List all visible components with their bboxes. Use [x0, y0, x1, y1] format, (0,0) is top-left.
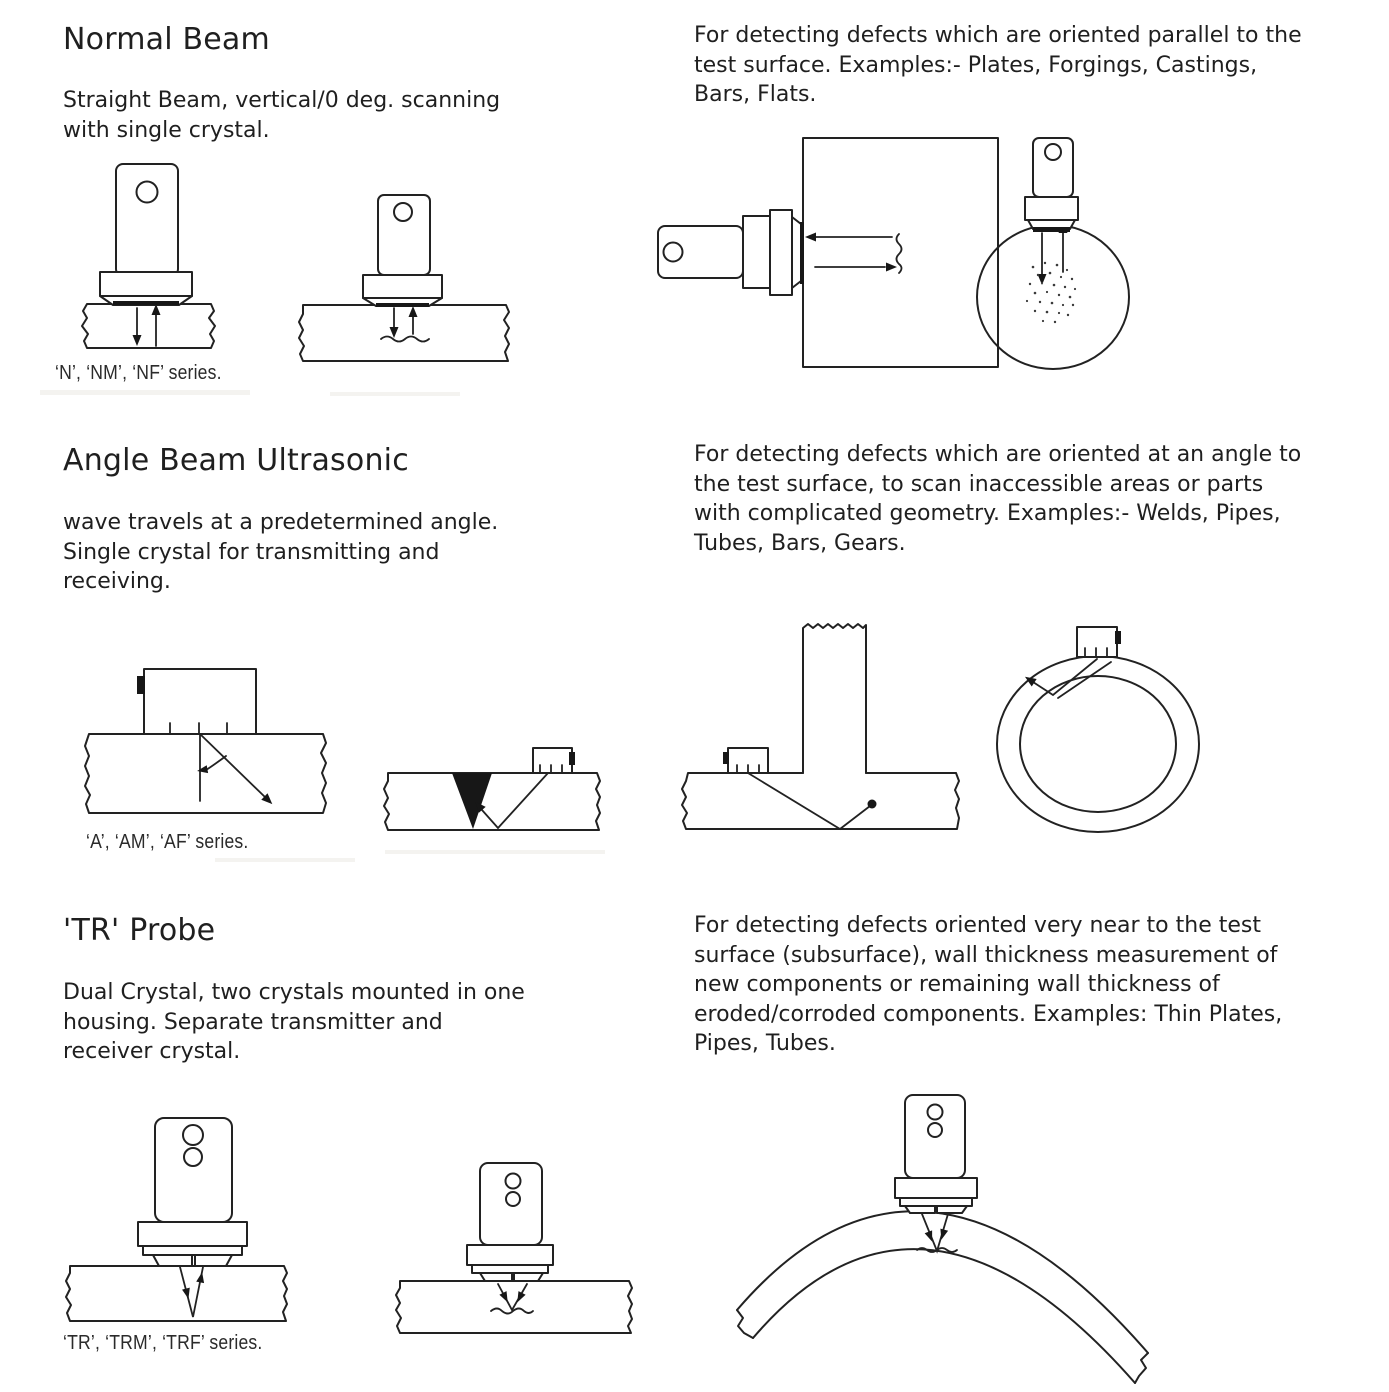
normal-beam-probe — [99, 163, 193, 306]
angle-beam-probe — [723, 747, 769, 774]
scan-artifact — [215, 858, 355, 862]
figure-angle-beam-pipe-ring — [996, 626, 1200, 833]
figure-angle-beam-probe-on-plate — [84, 668, 327, 814]
v-beam-path — [490, 1283, 534, 1315]
v-beam-path — [916, 1213, 958, 1254]
circumferential-beam — [1024, 658, 1112, 699]
round-bar-section — [976, 224, 1130, 370]
test-plate — [298, 304, 510, 362]
series-caption-angle: ‘A’, ‘AM’, ‘AF’ series. — [86, 831, 249, 853]
figure-straight-beam-defect-echo — [298, 194, 510, 362]
defect-dot — [867, 799, 877, 809]
normal-beam-application: For detecting defects which are oriented… — [694, 23, 1302, 107]
section-title-angle-beam: Angle Beam Ultrasonic — [63, 443, 409, 478]
test-plate — [84, 733, 327, 814]
figure-side-scan-block — [657, 137, 999, 368]
angle-beam-application: For detecting defects which are oriented… — [694, 442, 1302, 556]
figure-angle-beam-tee-joint — [681, 623, 960, 831]
defect-indication — [895, 233, 903, 274]
weld-seam — [452, 773, 492, 829]
normal-beam-description: Straight Beam, vertical/0 deg. scanning … — [63, 88, 501, 143]
figure-tr-probe-subsurface-defect — [395, 1162, 633, 1334]
series-caption-normal: ‘N’, ‘NM’, ‘NF’ series. — [55, 362, 222, 384]
reflected-beam — [747, 772, 877, 831]
test-plate — [65, 1265, 288, 1322]
angle-beam-probe — [532, 747, 575, 774]
defect-indication — [380, 335, 430, 343]
test-plate — [383, 772, 601, 831]
series-caption-tr: ‘TR’, ‘TRM’, ‘TRF’ series. — [63, 1332, 263, 1354]
reflected-beam — [475, 772, 549, 830]
tr-dual-crystal-probe — [894, 1094, 978, 1214]
pipe-outer-wall — [996, 655, 1200, 833]
pipe-inner-wall — [1019, 675, 1177, 813]
angle-beam-probe — [1076, 626, 1121, 658]
section-title-tr-probe: 'TR' Probe — [63, 913, 216, 948]
figure-straight-beam-probe-on-plate — [81, 163, 216, 349]
angle-beam-description: wave travels at a predetermined angle. S… — [63, 510, 499, 594]
scan-artifact — [330, 392, 460, 396]
test-plate — [81, 303, 216, 349]
sound-beam-arrows — [380, 306, 430, 343]
figure-tr-probe-on-curved-pipe — [736, 1094, 1149, 1384]
defect-indication — [490, 1307, 534, 1315]
sound-beam-arrows — [805, 232, 903, 274]
test-plate — [395, 1280, 633, 1334]
figure-tr-probe-on-plate — [65, 1117, 288, 1322]
tr-probe-application: For detecting defects oriented very near… — [694, 913, 1283, 1056]
scattered-defect-stipple — [1025, 261, 1077, 324]
normal-beam-probe — [362, 194, 443, 307]
tr-probe-description: Dual Crystal, two crystals mounted in on… — [63, 980, 525, 1064]
scan-artifact — [40, 390, 250, 395]
tr-dual-crystal-probe — [466, 1162, 554, 1282]
angle-beam-probe — [137, 668, 257, 735]
section-title-normal-beam: Normal Beam — [63, 22, 270, 57]
figure-probe-on-round-bar — [976, 137, 1130, 370]
sound-beam-arrows — [132, 304, 161, 347]
normal-beam-probe — [1024, 137, 1079, 232]
tr-dual-crystal-probe — [137, 1117, 248, 1267]
inner-surface-indication — [916, 1247, 958, 1253]
vertical-member — [802, 623, 867, 774]
base-plate — [681, 772, 960, 830]
figure-angle-beam-weld-scan — [383, 747, 601, 831]
v-beam-path — [179, 1266, 205, 1318]
horizontal-probe — [657, 209, 804, 296]
refracted-beam — [197, 733, 273, 805]
scan-artifact — [385, 850, 605, 854]
